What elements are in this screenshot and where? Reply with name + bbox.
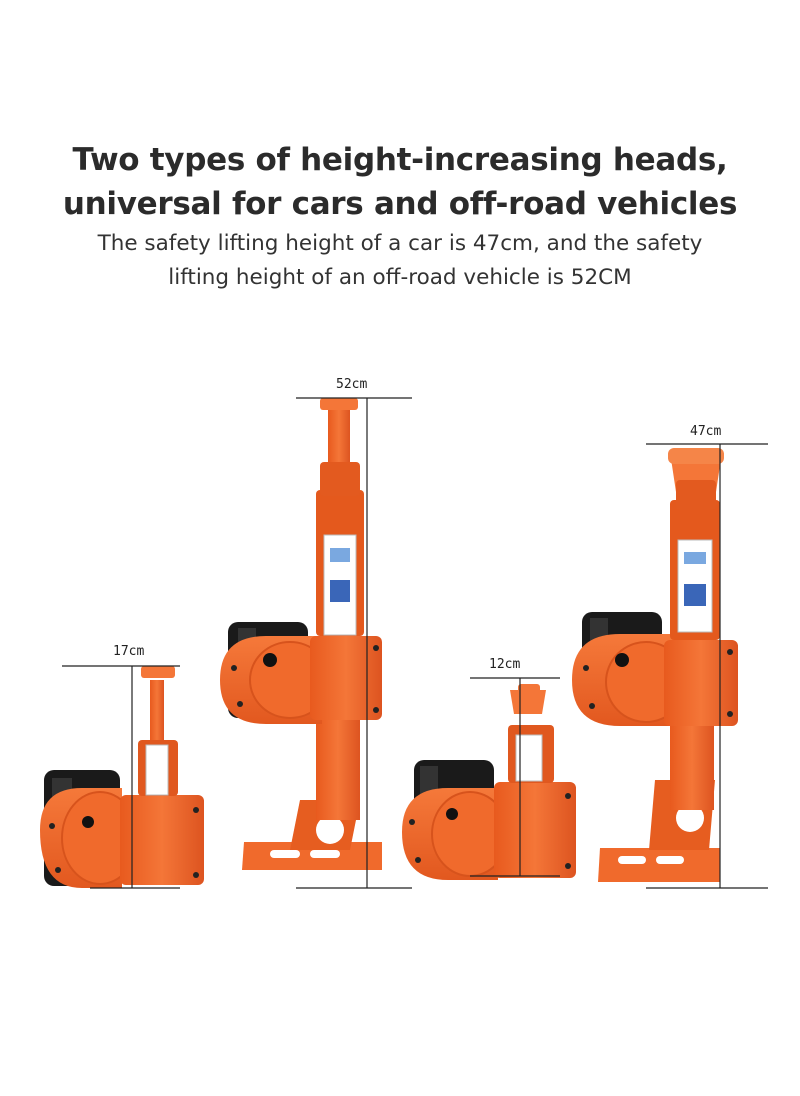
lift-head xyxy=(141,666,175,678)
measure-lines xyxy=(62,397,768,889)
lower-column xyxy=(316,720,360,820)
lower-column xyxy=(670,720,714,810)
title-line-1: Two types of height-increasing heads, xyxy=(72,142,728,178)
warning-label xyxy=(145,744,169,796)
jack-body xyxy=(494,782,576,878)
lift-screw xyxy=(150,680,164,740)
jack1-max-label: 52cm xyxy=(336,377,367,392)
jack2-max-label: 47cm xyxy=(690,424,721,439)
jack-2-collapsed xyxy=(402,684,576,880)
subtitle-line-1: The safety lifting height of a car is 47… xyxy=(97,231,703,256)
base-plate xyxy=(598,848,720,882)
jack2-min-label: 12cm xyxy=(489,657,520,672)
title-line-2: universal for cars and off-road vehicles xyxy=(62,186,738,222)
jack-1-extended xyxy=(220,398,382,870)
subtitle-line-2: lifting height of an off-road vehicle is… xyxy=(168,265,632,290)
jack-body xyxy=(664,640,738,726)
jack-body xyxy=(310,636,382,720)
jack-1-collapsed xyxy=(40,666,204,888)
jack-2-extended xyxy=(572,448,738,882)
jack1-min-label: 17cm xyxy=(113,644,144,659)
headline: Two types of height-increasing heads, un… xyxy=(0,138,800,294)
jack-body xyxy=(120,795,204,885)
lift-head xyxy=(510,690,546,714)
lift-head xyxy=(320,398,358,410)
